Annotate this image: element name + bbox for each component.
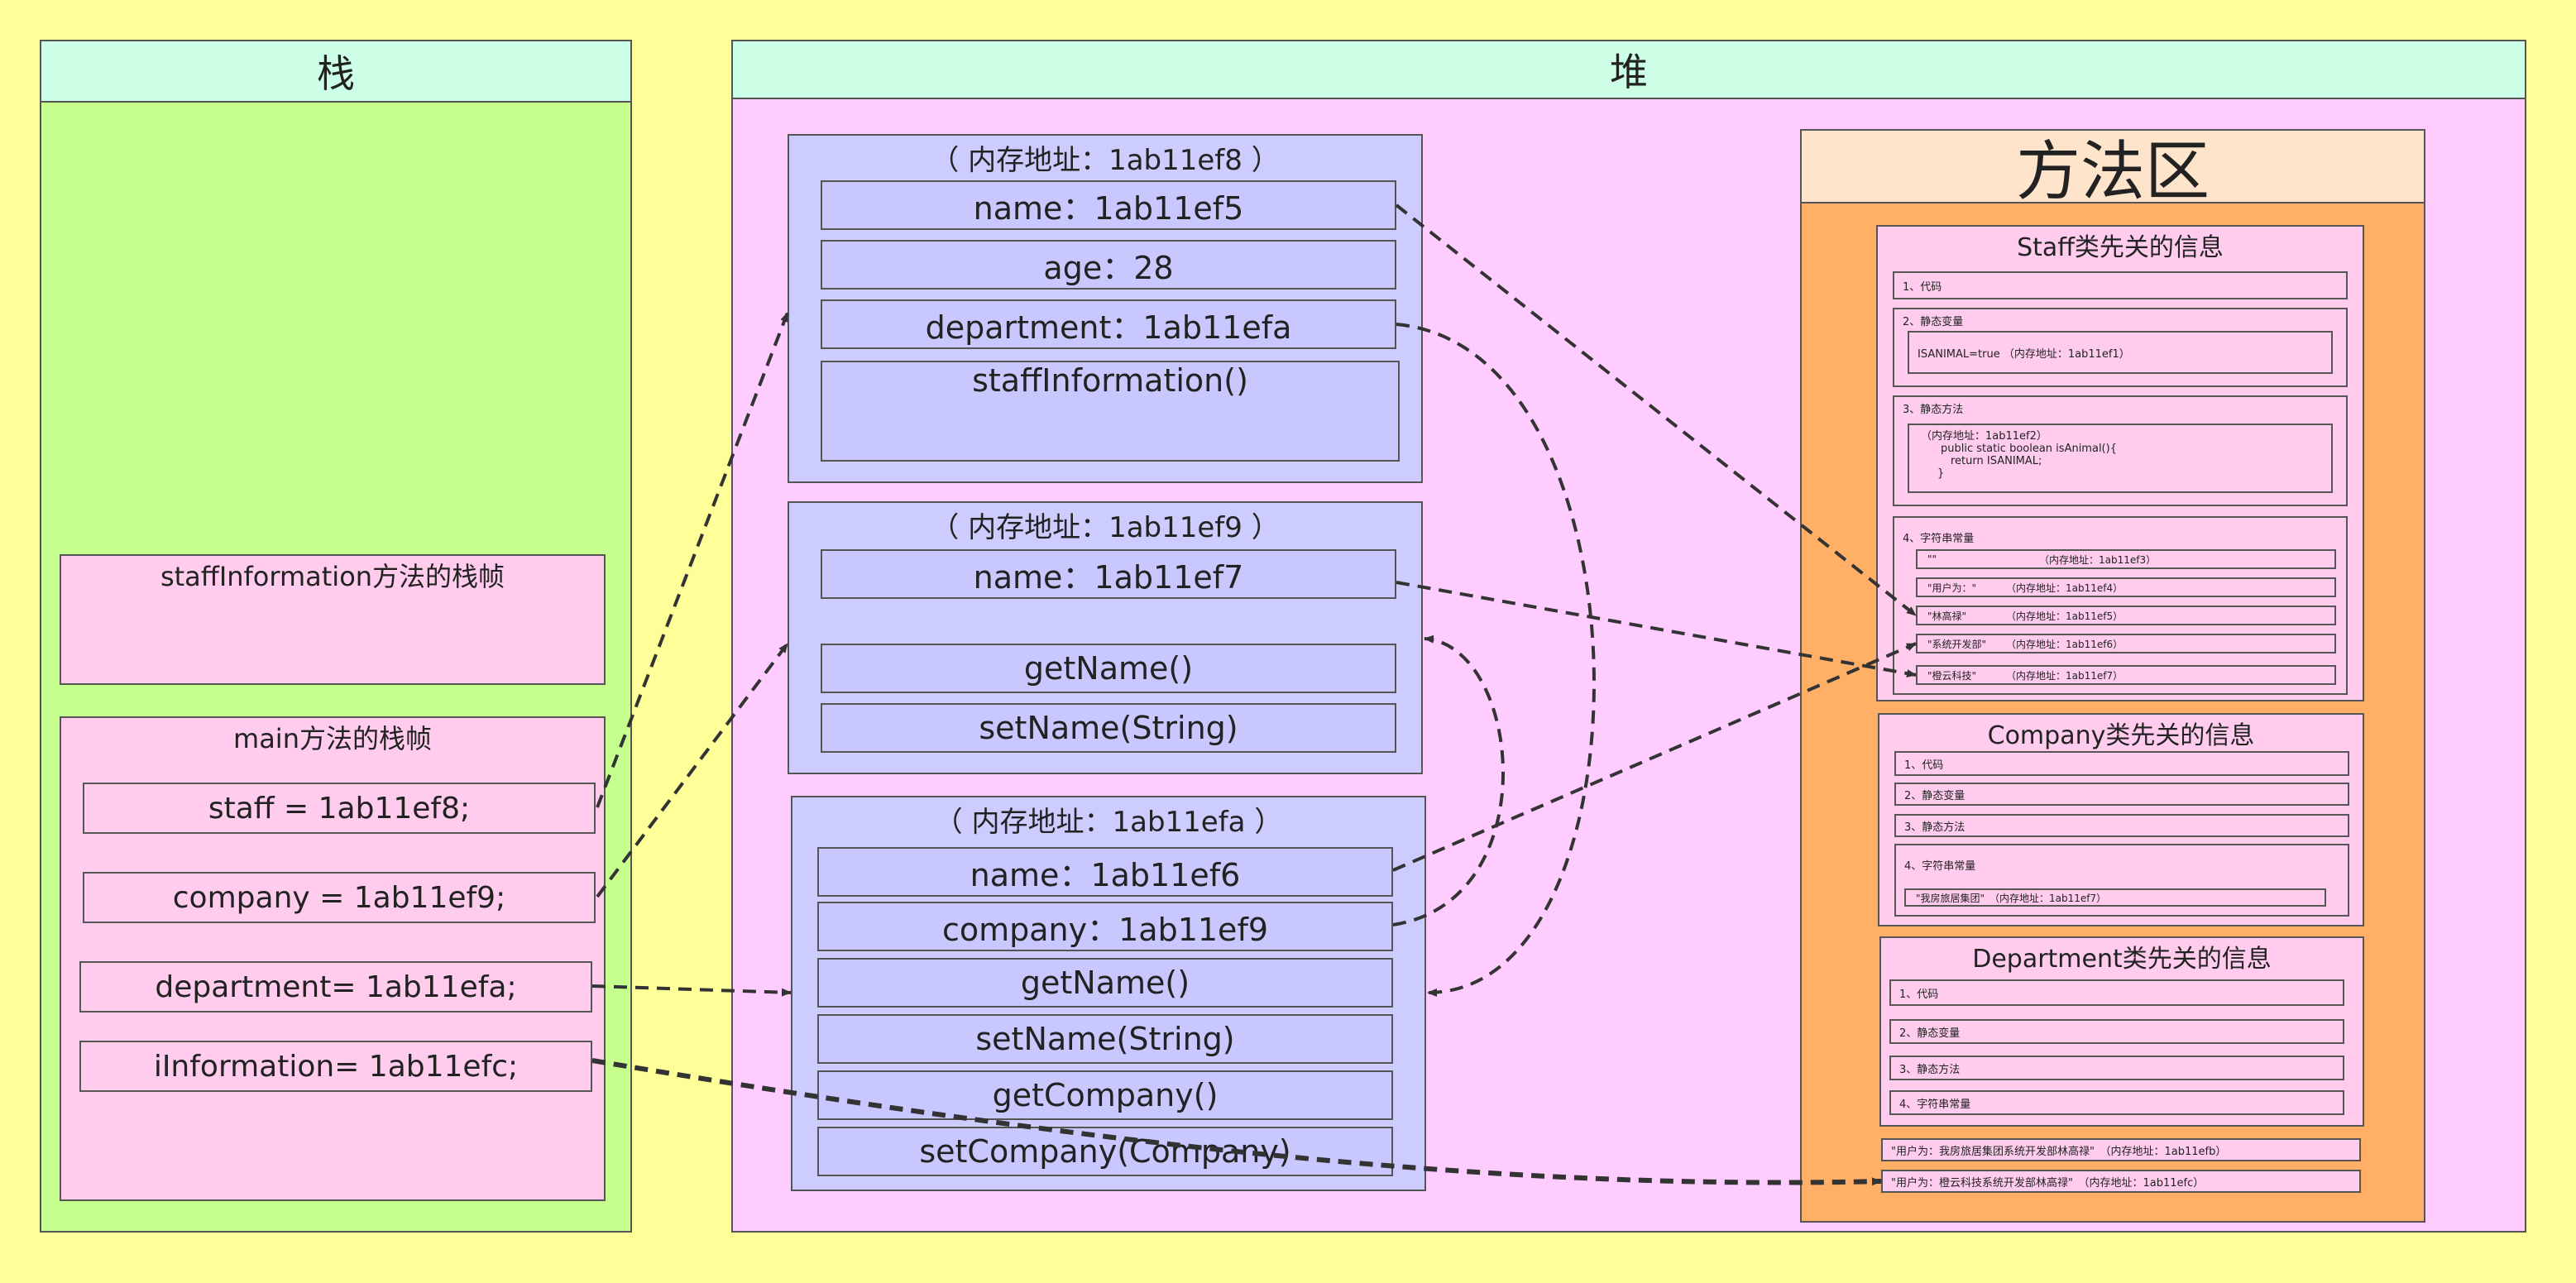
arrow-staff-to-object [596, 312, 789, 808]
section-label: 4、字符串常量 [1903, 533, 1975, 545]
literal-name: "林高禄" （内存地址：1ab11ef5） [1916, 606, 2336, 625]
field-name: name：1ab11ef7 [821, 549, 1396, 599]
literal-user: "用户为：" （内存地址：1ab11ef4） [1916, 577, 2336, 597]
method-setname: setName(String) [817, 1014, 1393, 1064]
class-title: Department类先关的信息 [1972, 945, 2272, 974]
literal-text: "用户为：" [1927, 582, 1977, 594]
result-string-1ab11efc: "用户为：橙云科技系统开发部林高禄" （内存地址：1ab11efc） [1881, 1170, 2361, 1193]
method-getname: getName() [817, 958, 1393, 1008]
var-company: company = 1ab11ef9; [83, 872, 596, 923]
literal-address: （内存地址：1ab11ef4） [2006, 582, 2124, 594]
department-row: 2、静态变量 [1889, 1019, 2344, 1044]
class-title: Company类先关的信息 [1987, 721, 2255, 750]
company-row: 1、代码 [1894, 751, 2349, 776]
company-row: 3、静态方法 [1894, 814, 2349, 837]
literal-text: "林高禄" [1927, 610, 1967, 622]
department-row: 3、静态方法 [1889, 1056, 2344, 1080]
arrow-company-field-to-object [1392, 634, 1505, 926]
literal-empty: "" （内存地址：1ab11ef3） [1916, 549, 2336, 569]
method-area-title: 方法区 [1800, 129, 2425, 209]
method-staffinformation: staffInformation() [821, 361, 1400, 462]
literal-text: "" [1927, 553, 1937, 565]
staff-code-row: 1、代码 [1893, 271, 2348, 299]
literal-company: "橙云科技" （内存地址：1ab11ef7） [1916, 665, 2336, 685]
method-line: } [1937, 467, 1945, 480]
object-address: （ 内存地址：1ab11efa ） [934, 806, 1283, 839]
object-address: （ 内存地址：1ab11ef9 ） [931, 511, 1280, 544]
literal-dept: "系统开发部" （内存地址：1ab11ef6） [1916, 634, 2336, 653]
class-title: Staff类先关的信息 [2017, 233, 2224, 262]
result-string-1ab11efb: "用户为：我房旅居集团系统开发部林高禄" （内存地址：1ab11efb） [1881, 1138, 2361, 1161]
field-name: name：1ab11ef5 [821, 180, 1396, 230]
company-string-constants: 4、字符串常量 [1894, 844, 2349, 917]
frame-title: main方法的栈帧 [233, 723, 432, 754]
static-method-body: （内存地址：1ab11ef2） public static boolean is… [1908, 424, 2333, 493]
department-row: 1、代码 [1889, 979, 2344, 1006]
company-row: 2、静态变量 [1894, 783, 2349, 806]
literal-address: （内存地址：1ab11ef5） [2006, 610, 2124, 622]
field-name: name：1ab11ef6 [817, 847, 1393, 897]
field-age: age：28 [821, 240, 1396, 290]
literal-address: （内存地址：1ab11ef7） [2006, 669, 2124, 682]
heap-title: 堆 [731, 40, 2526, 99]
arrow-name-to-literal-linggaolu [1395, 203, 1918, 617]
arrow-company-name-to-literal-chengyun [1396, 581, 1917, 677]
section-label: 2、静态变量 [1903, 316, 1964, 328]
method-setcompany: setCompany(Company) [817, 1127, 1393, 1176]
arrow-dept-name-to-literal-dept [1392, 642, 1917, 872]
literal-text: "系统开发部" [1927, 638, 1987, 650]
arrow-department-to-object [591, 984, 792, 997]
literal-address: （内存地址：1ab11ef6） [2006, 638, 2124, 650]
arrow-iinformation-to-result [591, 1058, 1882, 1186]
frame-title: staffInformation方法的栈帧 [160, 561, 505, 592]
staffinformation-stack-frame: staffInformation方法的栈帧 [60, 554, 606, 685]
arrow-department-field-to-object [1396, 323, 1596, 997]
company-literal: "我房旅居集团" （内存地址：1ab11ef7） [1904, 888, 2326, 907]
method-line: public static boolean isAnimal(){ [1941, 443, 2117, 455]
literal-address: （内存地址：1ab11ef3） [2039, 553, 2157, 566]
section-label: 3、静态方法 [1903, 404, 1964, 416]
method-line: return ISANIMAL; [1951, 455, 2042, 467]
var-iinformation: iInformation= 1ab11efc; [79, 1041, 592, 1092]
arrow-company-to-object [596, 642, 789, 898]
field-company: company：1ab11ef9 [817, 902, 1393, 951]
department-row: 4、字符串常量 [1889, 1090, 2344, 1115]
object-address: （ 内存地址：1ab11ef8 ） [931, 144, 1280, 177]
method-setname: setName(String) [821, 703, 1396, 753]
section-label: 4、字符串常量 [1904, 860, 1976, 873]
field-department: department：1ab11efa [821, 299, 1396, 349]
method-getname: getName() [821, 644, 1396, 693]
var-staff: staff = 1ab11ef8; [83, 783, 596, 834]
var-department: department= 1ab11efa; [79, 961, 592, 1013]
literal-text: "橙云科技" [1927, 669, 1977, 682]
stack-title: 栈 [40, 40, 632, 103]
static-var-value: ISANIMAL=true （内存地址：1ab11ef1） [1908, 331, 2333, 374]
method-line: （内存地址：1ab11ef2） [1921, 430, 2047, 443]
